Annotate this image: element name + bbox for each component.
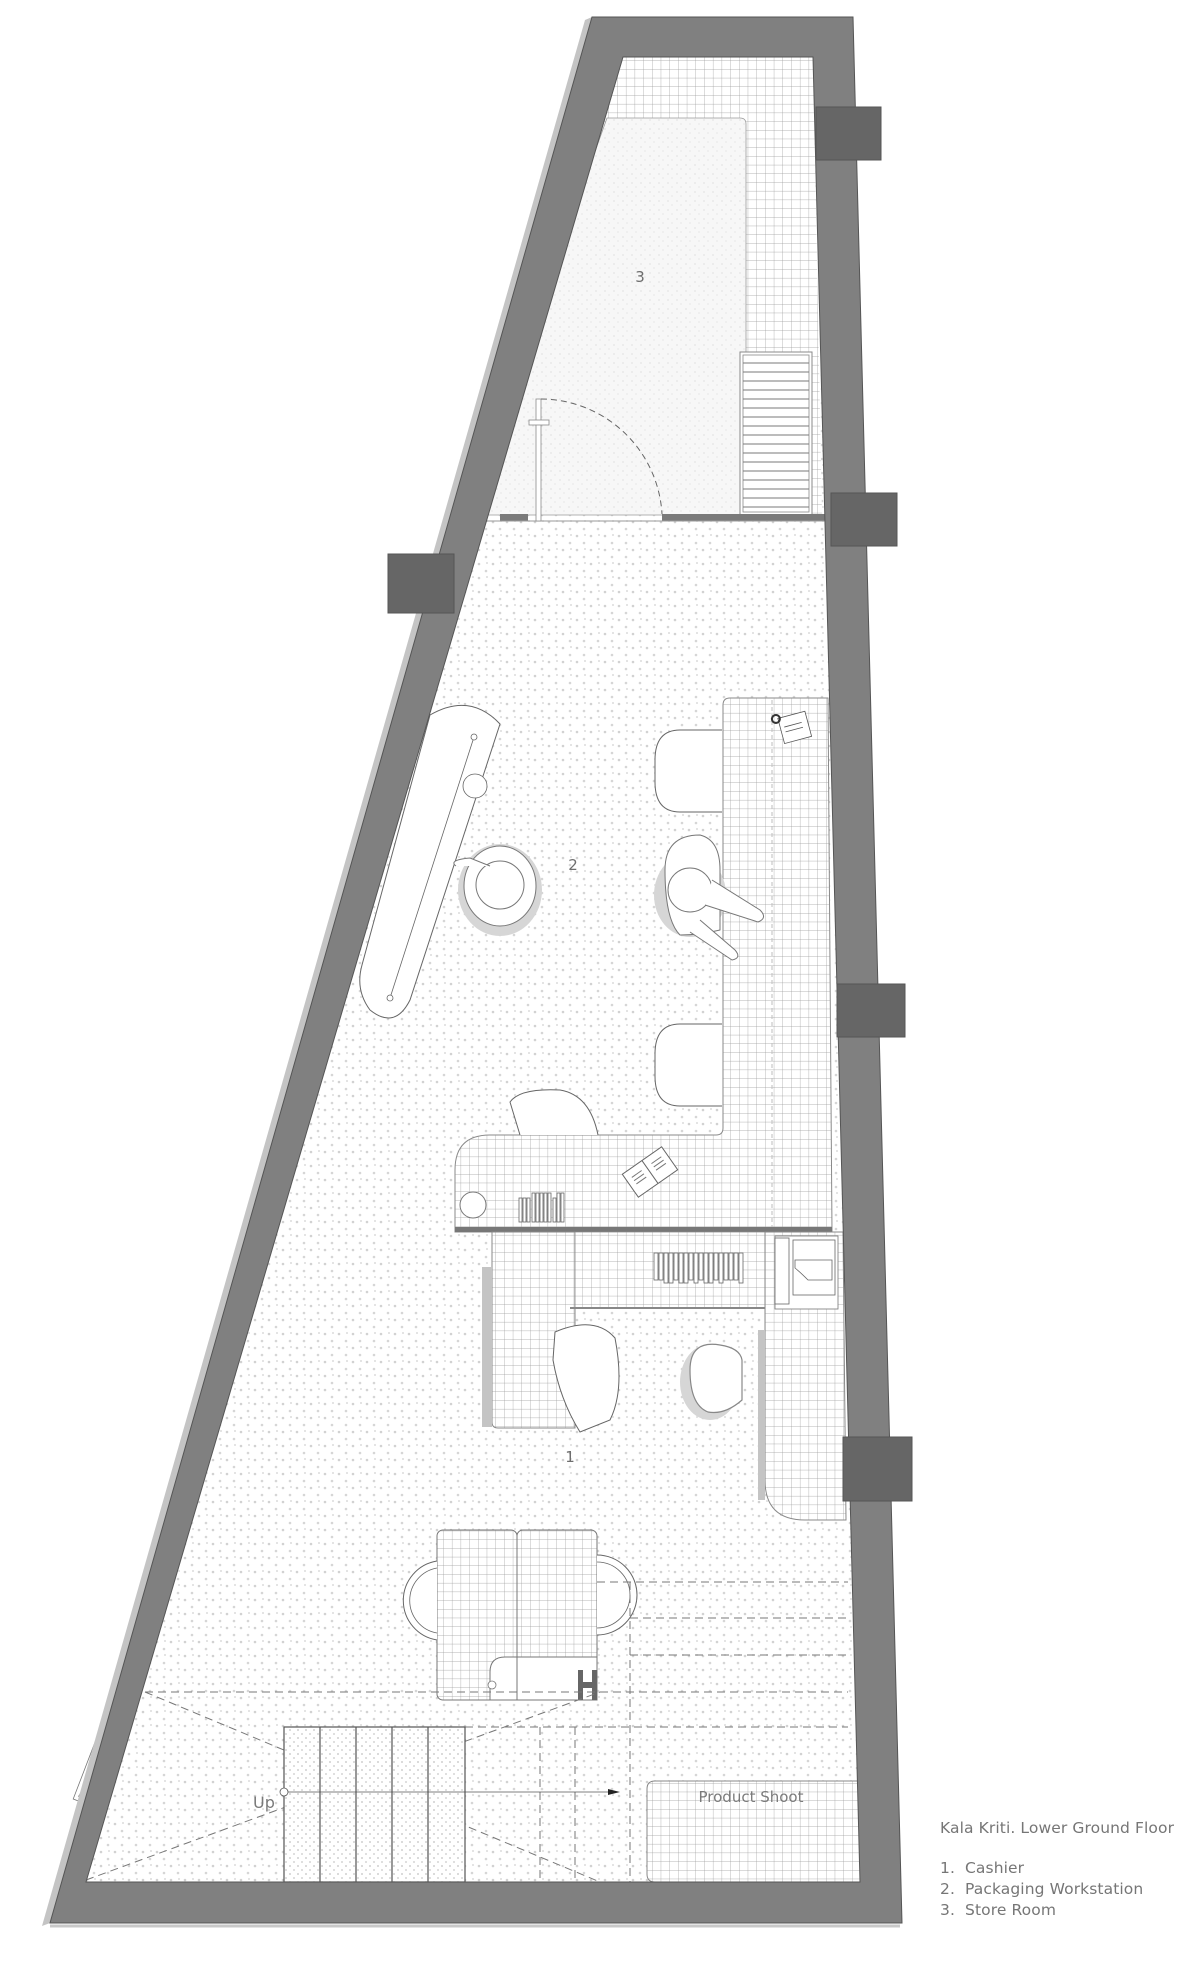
chair[interactable]	[552, 1324, 620, 1433]
binders-icon	[518, 1192, 565, 1223]
pillar	[830, 492, 898, 547]
person-icon	[654, 834, 764, 961]
store-room-door[interactable]	[528, 398, 663, 522]
person-icon	[453, 844, 542, 936]
chair[interactable]	[509, 1089, 599, 1136]
pillar	[842, 1436, 913, 1502]
outer-wall	[49, 16, 903, 1924]
room-label-3: 3	[635, 268, 645, 286]
shelving-unit	[739, 351, 813, 516]
pillar	[815, 106, 882, 161]
stairs-up-label: Up	[253, 1793, 275, 1812]
open-book-icon	[621, 1146, 679, 1198]
legend-item-cashier: 1.Cashier	[940, 1859, 1025, 1877]
side-table-right	[596, 1554, 638, 1636]
sink-icon	[459, 1191, 487, 1219]
legend: Kala Kriti. Lower Ground Floor 1.Cashier…	[940, 1818, 1174, 1921]
chair[interactable]	[654, 729, 722, 813]
files-icon	[653, 1252, 744, 1284]
chair[interactable]	[654, 1023, 722, 1107]
room-label-1: 1	[565, 1448, 575, 1466]
packaging-counter	[454, 697, 833, 1233]
partition-wall	[477, 514, 826, 522]
printer-icon	[774, 1235, 839, 1310]
tape-dispenser-icon	[770, 710, 813, 745]
cashier-desk	[491, 1231, 576, 1429]
staircase[interactable]	[279, 1726, 620, 1883]
bench	[359, 704, 501, 1019]
legend-item-packaging: 2.Packaging Workstation	[940, 1880, 1144, 1898]
person-icon	[680, 1343, 743, 1420]
pillar	[836, 983, 906, 1038]
outer-wall-shadow	[42, 17, 592, 1926]
legend-item-store-room: 3.Store Room	[940, 1901, 1057, 1919]
side-table-left	[402, 1560, 438, 1641]
room-label-2: 2	[568, 856, 578, 874]
drawing-title: Kala Kriti. Lower Ground Floor	[940, 1819, 1175, 1837]
sofa	[436, 1529, 598, 1701]
store-room-floor	[476, 117, 747, 516]
pillar	[387, 553, 455, 614]
product-shoot-label: Product Shoot	[699, 1788, 804, 1806]
